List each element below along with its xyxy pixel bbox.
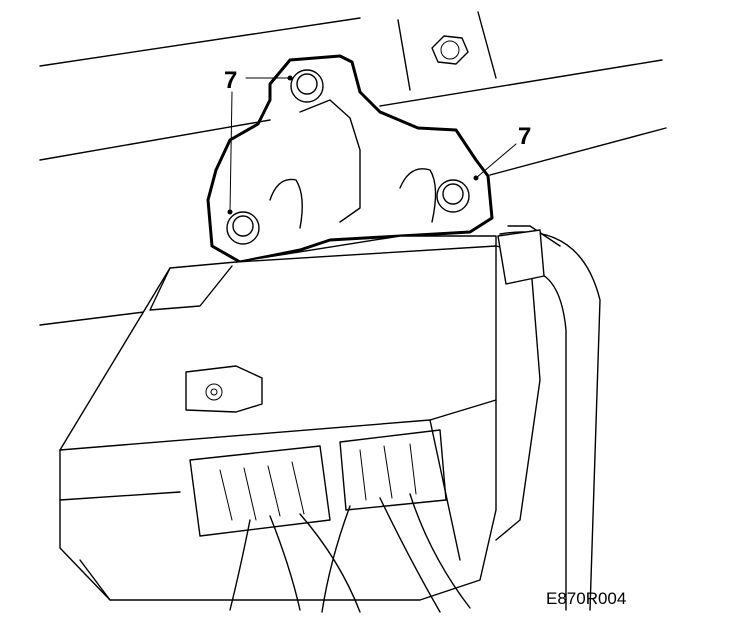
callout-label: 7: [224, 67, 237, 94]
wiring-harness: [189, 229, 601, 613]
bolt-left: [226, 211, 260, 245]
background-structure: [39, 11, 667, 326]
bolt-right: [436, 179, 470, 213]
figure-code: E870R004: [546, 589, 626, 608]
relay-box: [59, 225, 561, 601]
callout-leaders: [227, 75, 517, 215]
hex-bolt-icon: [431, 35, 469, 65]
bolt-top: [290, 69, 324, 103]
mounting-bracket: [206, 54, 494, 264]
callout-label: 7: [518, 123, 531, 150]
